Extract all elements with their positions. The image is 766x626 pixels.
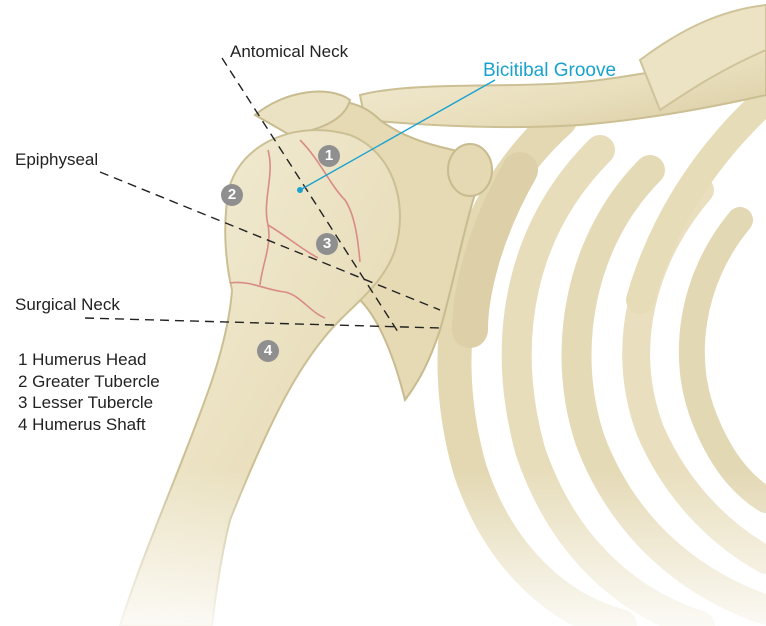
bicipital-groove-label: Bicitibal Groove (483, 61, 616, 81)
legend-item-greater-tubercle: 2 Greater Tubercle (18, 371, 160, 393)
legend-item-lesser-tubercle: 3 Lesser Tubercle (18, 392, 160, 414)
marker-greater-tubercle: 2 (221, 184, 243, 206)
bicipital-groove-dot (297, 187, 303, 193)
marker-humerus-head: 1 (318, 145, 340, 167)
anatomical-neck-label: Antomical Neck (230, 42, 348, 62)
surgical-neck-label: Surgical Neck (15, 295, 120, 315)
epiphyseal-label: Epiphyseal (15, 150, 98, 170)
marker-humerus-shaft: 4 (257, 340, 279, 362)
legend-item-humerus-shaft: 4 Humerus Shaft (18, 414, 160, 436)
legend: 1 Humerus Head 2 Greater Tubercle 3 Less… (18, 349, 160, 435)
marker-lesser-tubercle: 3 (316, 233, 338, 255)
legend-item-humerus-head: 1 Humerus Head (18, 349, 160, 371)
